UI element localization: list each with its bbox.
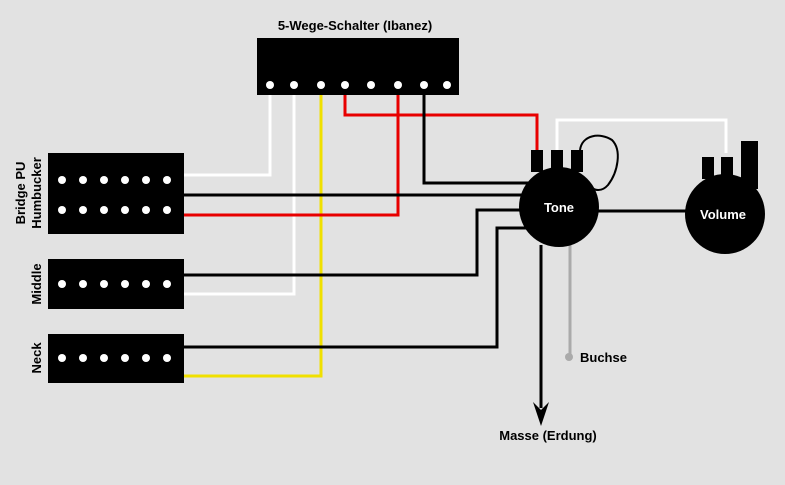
switch-title: 5-Wege-Schalter (Ibanez): [278, 18, 432, 33]
jack-terminal-icon: [565, 353, 573, 361]
switch-terminal-8: [443, 81, 451, 89]
bridge-pickup-label: Bridge PU: [13, 162, 28, 225]
volume-lug-1: [702, 157, 714, 179]
middle-pickup-label: Middle: [29, 263, 44, 304]
switch-terminal-5: [367, 81, 375, 89]
switch-terminal-1: [266, 81, 274, 89]
wire-white-tone-volume: [555, 118, 728, 153]
neck-pole-pieces: [58, 354, 171, 362]
neck-pickup-label: Neck: [29, 342, 44, 374]
pickup-middle: Middle: [29, 259, 184, 309]
bridge-pickup-sublabel: Humbucker: [29, 157, 44, 229]
wire-white-middle: [183, 85, 296, 296]
tone-lug-1: [531, 150, 543, 172]
switch-terminal-2: [290, 81, 298, 89]
volume-label: Volume: [700, 207, 746, 222]
bridge-pickup-body: [48, 153, 184, 234]
wires: [183, 85, 728, 408]
middle-pole-pieces: [58, 280, 171, 288]
ground-arrow-icon: [533, 402, 549, 426]
pickup-neck: Neck: [29, 334, 184, 383]
tone-lug-2: [551, 150, 563, 172]
volume-pot-body: [685, 174, 765, 254]
wire-black-neck: [183, 226, 528, 349]
bridge-pole-pieces: [58, 176, 171, 214]
jack-label: Buchse: [580, 350, 627, 365]
volume-lug-3: [741, 141, 758, 189]
switch-terminal-4: [341, 81, 349, 89]
middle-pickup-body: [48, 259, 184, 309]
tone-label: Tone: [544, 200, 574, 215]
tone-pot-body: [519, 167, 599, 247]
switch-terminal-6: [394, 81, 402, 89]
volume-lug-2: [721, 157, 733, 179]
wire-red-bridge: [183, 85, 400, 217]
switch-body: [257, 38, 459, 95]
wire-loop: [579, 134, 619, 192]
switch-terminal-3: [317, 81, 325, 89]
wire-yellow-neck: [183, 85, 323, 378]
tone-lug-3: [571, 150, 583, 172]
pickup-bridge: Bridge PU Humbucker: [13, 153, 184, 234]
wire-white-bridge: [183, 85, 272, 177]
switch-terminal-7: [420, 81, 428, 89]
wire-black-switch-tone: [422, 85, 528, 185]
volume-pot: Volume: [685, 141, 765, 254]
switch-terminals: [266, 81, 451, 89]
neck-pickup-body: [48, 334, 184, 383]
wire-red-switch-tone: [343, 85, 539, 153]
wire-black-middle: [183, 208, 522, 277]
tone-pot: Tone: [519, 150, 599, 247]
five-way-switch: 5-Wege-Schalter (Ibanez): [257, 18, 459, 95]
ground-label: Masse (Erdung): [499, 428, 597, 443]
